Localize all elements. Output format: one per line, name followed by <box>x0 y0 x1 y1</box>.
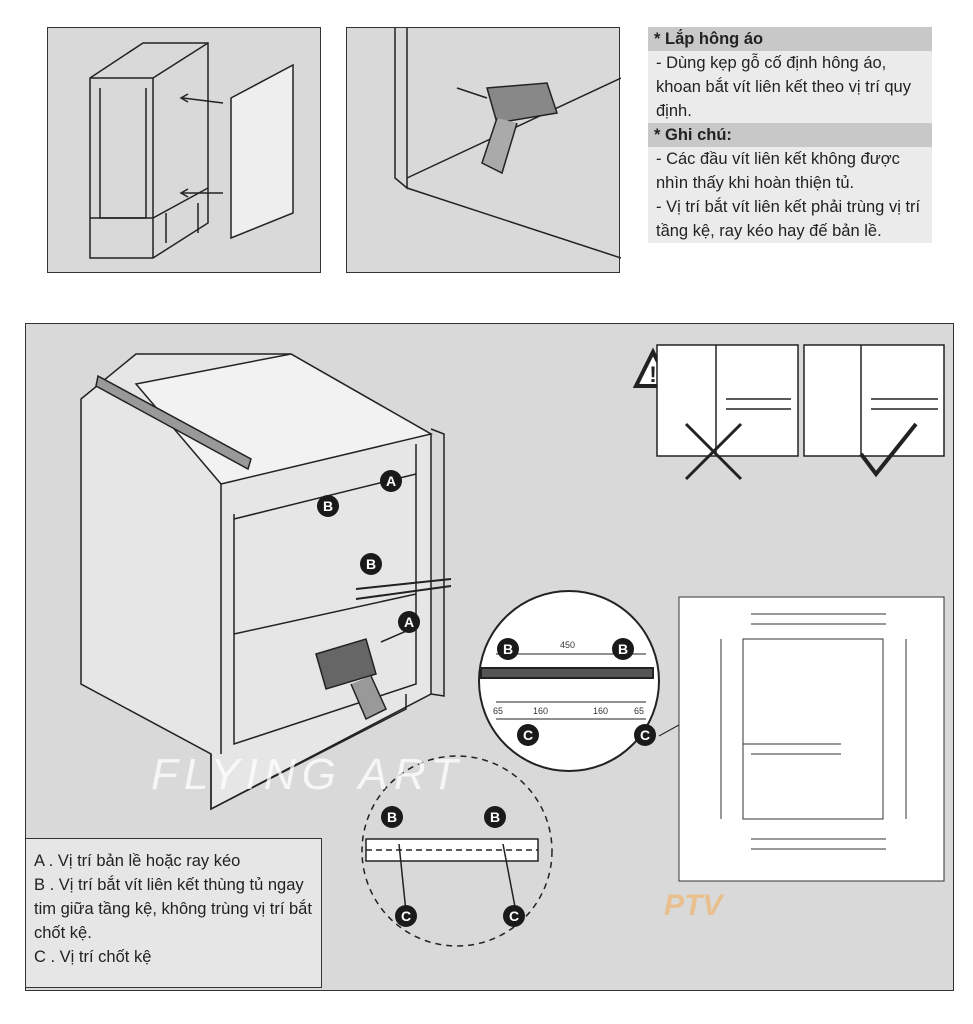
marker-b: B <box>612 638 634 660</box>
legend-item-c: C . Vị trí chốt kệ <box>34 948 152 966</box>
dimension-span-2: 160 <box>593 706 609 716</box>
side-panel-assembly-figure <box>47 27 321 273</box>
marker-b: B <box>360 553 382 575</box>
dimension-span-1: 160 <box>533 706 549 716</box>
watermark-brand: PTV <box>664 889 723 922</box>
heading-note: * Ghi chú: <box>648 123 932 147</box>
drilling-figure <box>346 27 621 273</box>
marker-b: B <box>381 806 403 828</box>
marker-b: B <box>484 806 506 828</box>
legend-item-a: A . Vị trí bản lề hoặc ray kéo <box>34 852 241 870</box>
shelf-detail <box>361 755 553 947</box>
dimension-right: 65 <box>634 706 645 716</box>
note-item-1: - Các đầu vít liên kết không được nhìn t… <box>656 150 900 192</box>
legend-item-b: B . Vị trí bắt vít liên kết thùng tủ nga… <box>34 876 312 942</box>
check-icon <box>859 422 918 478</box>
note-item-2: - Vị trí bắt vít liên kết phải trùng vị … <box>656 198 921 240</box>
cross-icon <box>684 422 743 481</box>
heading-side-panel: * Lắp hông áo <box>648 27 932 51</box>
svg-text:!: ! <box>649 362 656 387</box>
marker-b: B <box>317 495 339 517</box>
dimension-width: 450 <box>560 640 576 650</box>
instruction-body: - Dùng kẹp gỗ cố định hông áo, khoan bắt… <box>656 54 911 120</box>
main-assembly-figure: ! <box>25 323 954 991</box>
watermark-text: FLYING ART <box>151 750 464 799</box>
marker-c: C <box>634 724 656 746</box>
marker-c: C <box>395 905 417 927</box>
cabinet-illustration: ! <box>80 344 945 947</box>
dimension-left: 65 <box>493 706 504 716</box>
incorrect-example <box>656 344 799 481</box>
instruction-text: * Lắp hông áo - Dùng kẹp gỗ cố định hông… <box>648 27 932 243</box>
correct-example <box>803 344 945 478</box>
technical-drawing <box>678 596 945 882</box>
marker-c: C <box>517 724 539 746</box>
marker-b: B <box>497 638 519 660</box>
marker-a: A <box>380 470 402 492</box>
cabinet-side-illustration <box>89 42 294 259</box>
marker-a: A <box>398 611 420 633</box>
legend-box: A . Vị trí bản lề hoặc ray kéo B . Vị tr… <box>25 838 322 988</box>
marker-c: C <box>503 905 525 927</box>
drill-illustration <box>394 28 621 259</box>
